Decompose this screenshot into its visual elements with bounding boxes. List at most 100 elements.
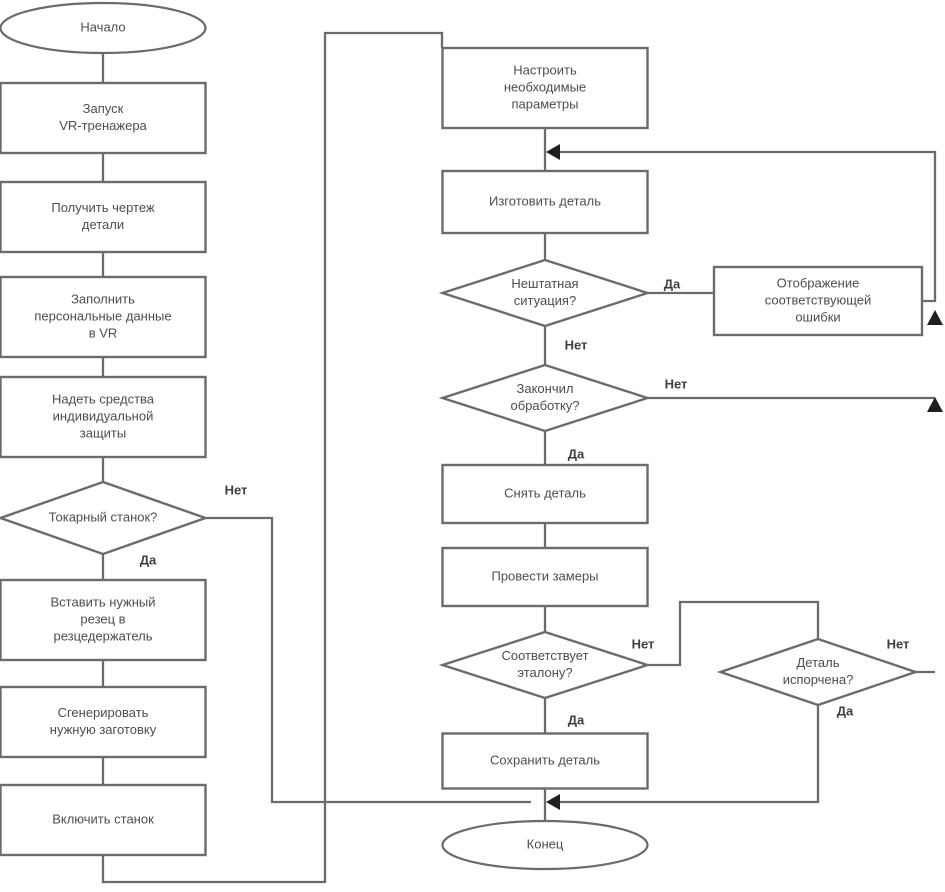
node-label-cutter: резец в <box>80 611 125 626</box>
node-label-drawing: детали <box>82 217 124 232</box>
edge-label-e-finished-no: Нет <box>665 376 688 391</box>
process-shape <box>0 375 207 459</box>
arrowhead-ah-spoiled-no <box>927 310 943 325</box>
node-label-matches_q: эталону? <box>517 665 572 680</box>
process-shape <box>441 46 649 130</box>
process-shape <box>0 578 207 662</box>
node-label-show_error: ошибки <box>795 309 840 324</box>
node-make_part[interactable]: Изготовить деталь <box>441 169 649 235</box>
node-label-ppe: защиты <box>80 425 126 440</box>
node-label-ppe: индивидуальной <box>53 408 154 423</box>
arrowhead-ah-make-part <box>546 144 560 160</box>
process-shape <box>712 265 924 337</box>
node-personal[interactable]: Заполнить персональные данные в VR <box>0 275 207 359</box>
node-label-lathe_q: Токарный станок? <box>49 509 158 524</box>
decision-shape <box>438 630 652 700</box>
edge-label-e-spoiled-no: Нет <box>887 636 910 651</box>
node-label-matches_q: Соответствует <box>501 648 588 663</box>
node-label-save_part: Сохранить деталь <box>490 752 600 767</box>
node-label-make_part: Изготовить деталь <box>489 193 601 208</box>
arrowheads-layer <box>546 144 943 810</box>
node-show_error[interactable]: Отображение соответствующей ошибки <box>712 265 924 337</box>
node-label-show_error: Отображение <box>777 275 860 290</box>
node-end[interactable]: Конец <box>441 819 649 871</box>
edge-spoiled_q-to-end <box>559 705 820 804</box>
node-label-params: необходимые <box>504 79 586 94</box>
node-label-finished_q: Закончил <box>517 381 574 396</box>
node-label-cutter: резцедержатель <box>53 628 152 643</box>
arrowhead-ah-finished-no <box>927 397 943 412</box>
node-label-emergency_q: ситуация? <box>514 293 576 308</box>
node-label-finished_q: обработку? <box>510 398 579 413</box>
edge-label-e-matches-yes: Да <box>568 712 585 727</box>
process-shape <box>441 169 649 235</box>
node-power_on[interactable]: Включить станок <box>0 783 207 857</box>
node-matches_q[interactable]: Соответствует эталону? <box>438 630 652 700</box>
node-label-personal: Заполнить <box>71 291 135 306</box>
node-ppe[interactable]: Надеть средства индивидуальной защиты <box>0 375 207 459</box>
process-shape <box>0 685 207 759</box>
node-label-personal: в VR <box>89 325 118 340</box>
process-shape <box>0 783 207 857</box>
edge-label-e-matches-no: Нет <box>632 636 655 651</box>
process-shape <box>0 81 207 155</box>
node-params[interactable]: Настроить необходимые параметры <box>441 46 649 130</box>
node-label-ppe: Надеть средства <box>52 391 155 406</box>
node-lathe_q[interactable]: Токарный станок? <box>0 480 210 556</box>
edge-label-e-lathe-yes: Да <box>140 552 157 567</box>
edge-power_on-to-params <box>101 31 444 884</box>
edge-label-e-emergency-no: Нет <box>565 337 588 352</box>
process-shape <box>0 180 207 254</box>
node-label-start: Начало <box>80 19 125 34</box>
node-label-spoiled_q: Деталь <box>797 655 840 670</box>
node-remove_part[interactable]: Снять деталь <box>441 463 649 525</box>
edge-label-e-finished-yes: Да <box>568 446 585 461</box>
node-finished_q[interactable]: Закончил обработку? <box>438 363 652 433</box>
process-shape <box>0 275 207 359</box>
process-shape <box>441 463 649 525</box>
node-label-launch: Запуск <box>83 101 124 116</box>
node-drawing[interactable]: Получить чертеж детали <box>0 180 207 254</box>
decision-shape <box>716 637 920 707</box>
node-emergency_q[interactable]: Нештатная ситуация? <box>438 258 652 328</box>
node-label-emergency_q: Нештатная <box>511 276 578 291</box>
node-save_part[interactable]: Сохранить деталь <box>441 732 649 790</box>
arrowhead-ah-end <box>546 794 560 810</box>
edges-layer <box>101 31 937 884</box>
node-start[interactable]: Начало <box>0 1 207 55</box>
node-label-show_error: соответствующей <box>765 292 872 307</box>
edge-label-e-emergency-yes: Да <box>664 276 681 291</box>
decision-shape <box>438 258 652 328</box>
process-shape <box>441 546 649 608</box>
node-label-drawing: Получить чертеж <box>51 200 155 215</box>
node-label-personal: персональные данные <box>34 308 171 323</box>
terminator-shape <box>441 819 649 871</box>
node-label-power_on: Включить станок <box>52 811 154 826</box>
node-label-launch: VR-тренажера <box>59 118 147 133</box>
edge-lathe_q-to-end <box>206 516 531 804</box>
process-shape <box>441 732 649 790</box>
node-label-remove_part: Снять деталь <box>504 485 586 500</box>
edge-label-e-lathe-no: Нет <box>225 482 248 497</box>
edge-show_error-to-make_part <box>558 150 937 303</box>
node-label-measure: Провести замеры <box>491 568 598 583</box>
node-label-cutter: Вставить нужный <box>50 594 155 609</box>
node-label-blank: нужную заготовку <box>50 722 157 737</box>
node-label-params: параметры <box>512 96 579 111</box>
node-label-blank: Сгенерировать <box>58 705 149 720</box>
decision-shape <box>438 363 652 433</box>
node-label-end: Конец <box>527 836 564 851</box>
node-label-params: Настроить <box>513 62 577 77</box>
edge-label-e-spoiled-yes: Да <box>837 703 854 718</box>
terminator-shape <box>0 1 207 55</box>
decision-shape <box>0 480 210 556</box>
node-measure[interactable]: Провести замеры <box>441 546 649 608</box>
node-blank[interactable]: Сгенерировать нужную заготовку <box>0 685 207 759</box>
node-cutter[interactable]: Вставить нужный резец в резцедержатель <box>0 578 207 662</box>
